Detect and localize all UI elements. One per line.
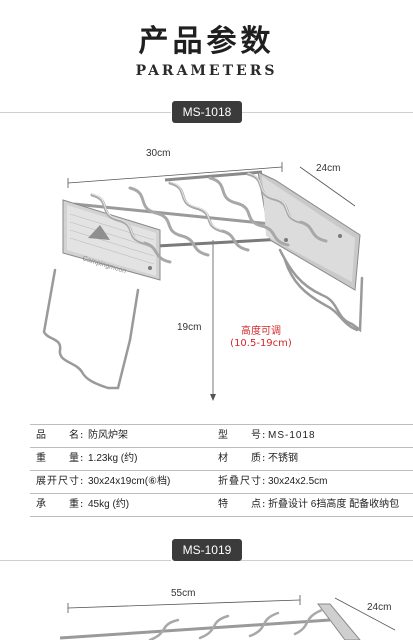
spec-value: 30x24x2.5cm: [268, 476, 328, 487]
spec-key: 特 点:: [218, 499, 267, 510]
model-badge-ms1018: MS-1018: [172, 101, 242, 123]
spec-key: 型 号:: [218, 430, 267, 441]
spec-key: 品 名:: [36, 430, 85, 441]
spec-value: 30x24x19cm(⑥档): [88, 476, 171, 487]
badge-divider-right: [241, 112, 413, 113]
spec-key: 重 量:: [36, 453, 85, 464]
spec-row: 品 名: 防风炉架 型 号: MS-1018: [30, 424, 413, 448]
spec-value: 45kg (约): [88, 499, 130, 510]
spec-value: 折叠设计 6挡高度 配备收纳包: [268, 499, 400, 510]
dimension-height: 19cm: [177, 322, 202, 333]
spec-value: 不锈钢: [268, 453, 298, 464]
spec-key: 折叠尺寸:: [218, 476, 267, 487]
spec-value: MS-1018: [268, 430, 316, 441]
spec-value: 1.23kg (约): [88, 453, 138, 464]
height-adjustable-label: 高度可调: [241, 326, 281, 337]
badge-divider-right: [241, 560, 413, 561]
spec-row: 重 量: 1.23kg (约) 材 质: 不锈钢: [30, 448, 413, 471]
spec-key: 承 重:: [36, 499, 85, 510]
dimension-width: 55cm: [171, 588, 196, 599]
spec-row: 承 重: 45kg (约) 特 点: 折叠设计 6挡高度 配备收纳包: [30, 494, 413, 517]
dimension-depth: 24cm: [367, 602, 392, 613]
spec-key: 展开尺寸:: [36, 476, 85, 487]
page-title: 产品参数: [138, 24, 275, 59]
model-badge-ms1019: MS-1019: [172, 539, 242, 561]
page-subtitle: PARAMETERS: [135, 63, 278, 79]
spec-value: 防风炉架: [88, 430, 128, 441]
spec-key: 材 质:: [218, 453, 267, 464]
badge-divider-left: [0, 560, 171, 561]
dimension-width: 30cm: [146, 148, 171, 159]
badge-divider-left: [0, 112, 171, 113]
spec-table: 品 名: 防风炉架 型 号: MS-1018 重 量: 1.23kg (约) 材…: [30, 424, 413, 517]
height-adjustable-range: (10.5-19cm): [230, 338, 292, 349]
spec-row: 展开尺寸: 30x24x19cm(⑥档) 折叠尺寸: 30x24x2.5cm: [30, 471, 413, 494]
dimension-depth: 24cm: [316, 163, 341, 174]
